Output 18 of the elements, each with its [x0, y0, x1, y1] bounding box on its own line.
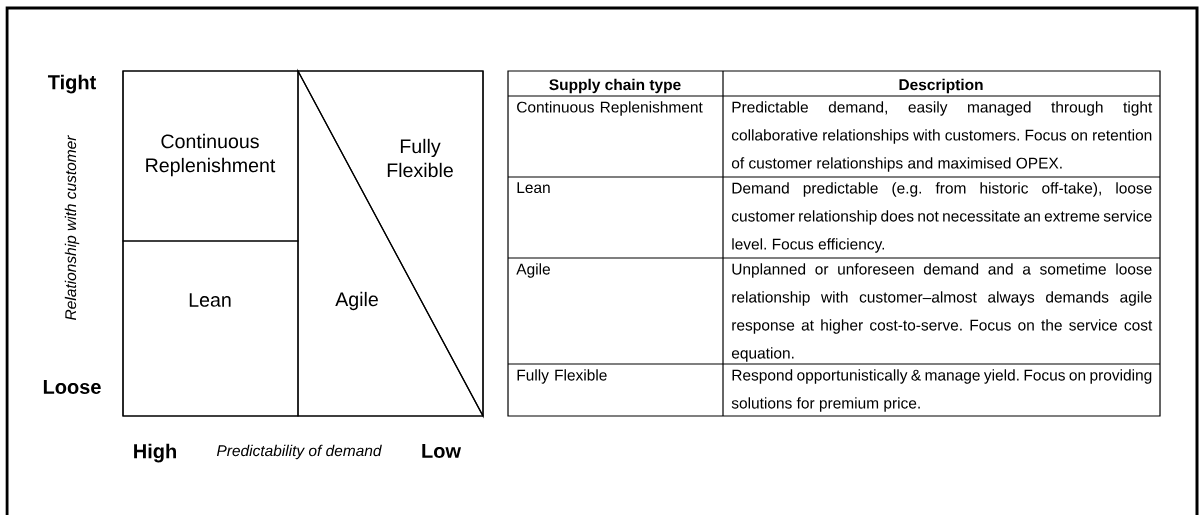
- table-cell: Lean: [517, 182, 550, 194]
- axis-title: Predictability of demand: [216, 444, 382, 460]
- table-cell: Unplanned or unforeseen demand and a sometime loose relationship with customer–almost always demands agile response at higher cost-to-serve. Focus on the service cost equation.: [731, 263, 1153, 362]
- axis-title: Relationship with customer: [64, 135, 80, 320]
- table-cell: Fully Flexible: [517, 369, 607, 384]
- axis-end-label: High: [134, 443, 176, 463]
- table-cell: Predictable demand, easily managed through tight collaborative relationships with customers. Focus on retention of customer relationships and maximised OPEX.: [731, 101, 1153, 172]
- axis-end-label: Low: [422, 444, 462, 458]
- table-cell: Demand predictable (e.g. from historic off-take), loose customer relationship does not necessitate an extreme service level. Focus efficiency.: [731, 182, 1152, 253]
- column-header: Description: [899, 78, 983, 94]
- column-header: Supply chain type: [549, 78, 681, 94]
- matrix-cell: Continuous Replenishment: [122, 70, 299, 242]
- table-cell: Respond opportunistically & manage yield. Focus on providing solutions for premium price.: [731, 369, 1152, 412]
- axis-end-label: Tight: [48, 74, 97, 94]
- matrix-cell: Lean: [122, 240, 299, 417]
- table-cell: Agile: [516, 263, 550, 278]
- axis-end-label: Loose: [43, 380, 101, 394]
- table-cell: Continuous Replenishment: [517, 101, 703, 116]
